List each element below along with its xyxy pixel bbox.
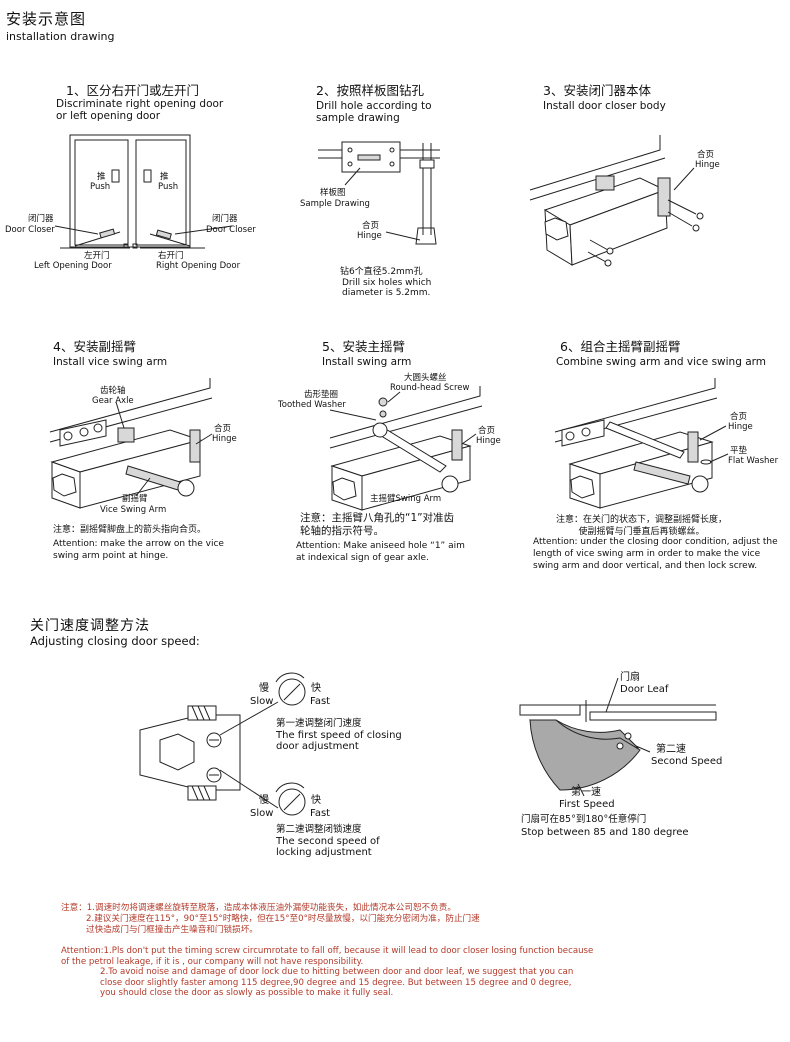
step1-push-left: Push [90,182,111,192]
leaf-label-en: Door Leaf [620,684,669,695]
step6-note-cn: 注意：在关门的状态下，调整副摇臂长度， 使副摇臂与门垂直后再锁螺丝。 [556,515,728,537]
step1-right-en: Right Opening Door [156,261,241,271]
second-speed-cn: 第二速 [656,744,686,755]
step4-note-en: Attention: make the arrow on the vice sw… [53,539,224,561]
speed1-fast: Fast [310,696,331,707]
step5-screw-en: Round-head Screw [390,383,470,393]
speed1-label-cn: 第一速调整闭门速度 [276,718,362,729]
step1-push-right: Push [158,182,179,192]
step5-hinge-en: Hinge [476,436,501,446]
step2-sample-cn: 样板图 [320,188,346,198]
step1-closer-left: Door Closer [5,225,55,235]
step4-note-cn: 注意：副摇臂脚盘上的箭头指向合页。 [53,525,207,535]
speed1-slow: Slow [250,696,274,707]
step5-washer-en: Toothed Washer [278,400,346,410]
step2-note-en: Drill six holes which diameter is 5.2mm. [342,278,432,298]
first-speed-cn: 第一速 [571,787,601,798]
note-en-1: Attention:1.Pls don't put the timing scr… [61,946,594,967]
speed2-slow: Slow [250,808,274,819]
step5-washer-cn: 齿形垫圈 [304,390,339,400]
step2-hinge-en: Hinge [357,231,382,241]
speed1-slow-cn: 慢 [259,683,269,694]
speed2-fast-cn: 快 [311,795,321,806]
step1-title: 1、区分右开门或左开门 [66,83,199,98]
step1-closer-cn-right: 闭门器 [212,214,238,224]
step6-flat-cn: 平垫 [730,446,748,456]
step6-title: 6、组合主摇臂副摇臂 [560,339,681,354]
note-en-2: 2.To avoid noise and damage of door lock… [100,967,574,998]
step2-note-cn: 钻6个直径5.2mm孔 [340,267,423,277]
step4-gear-en: Gear Axle [92,396,134,406]
step2-hinge-cn: 合页 [362,221,380,231]
step5-note-cn: 注意：主摇臂八角孔的“1”对准齿 轮轴的指示符号。 [300,512,455,537]
stop-range-cn: 门扇可在85°到180°任意停门 [521,814,647,825]
step5-arm-label: 主摇臂Swing Arm [370,494,442,504]
step1-push-cn-left: 推 [97,172,106,182]
speed1-label-en: The first speed of closing door adjustme… [276,730,402,752]
note-cn-2: 2.建议关门速度在115°，90°至15°时略快，但在15°至0°时尽量放慢，以… [86,914,480,935]
step5-note-en: Attention: Make aniseed hole “1” aim at … [296,541,465,563]
page-title-en: installation drawing [6,30,115,43]
step4-gear-cn: 齿轮轴 [100,386,126,396]
step5-title: 5、安装主摇臂 [322,339,405,354]
step2-sample-en: Sample Drawing [300,199,370,209]
step5-hinge-cn: 合页 [478,426,496,436]
step5-desc: Install swing arm [322,356,412,368]
step3-hinge-cn: 合页 [697,150,715,160]
step4-desc: Install vice swing arm [53,356,168,368]
step4-title: 4、安装副摇臂 [53,339,136,354]
speed-title-en: Adjusting closing door speed: [30,634,200,648]
step6-hinge-en: Hinge [728,422,753,432]
step4-vice-cn: 副摇臂 [122,494,148,504]
leaf-label-cn: 门扇 [620,672,640,683]
step6-note-en: Attention: under the closing door condit… [533,537,778,571]
step6-flat-en: Flat Washer [728,456,779,466]
step1-closer-cn-left: 闭门器 [28,214,54,224]
speed1-fast-cn: 快 [311,683,321,694]
step3-desc: Install door closer body [543,100,666,112]
step4-hinge-en: Hinge [212,434,237,444]
speed2-label-cn: 第二速调整闭锁速度 [276,824,362,835]
step1-push-cn-right: 推 [160,172,169,182]
step2-title: 2、按照样板图钻孔 [316,83,424,98]
step4-hinge-cn: 合页 [214,424,232,434]
step5-screw-cn: 大圆头螺丝 [404,373,447,383]
speed2-fast: Fast [310,808,331,819]
first-speed-en: First Speed [559,799,615,810]
note-cn-1: 注意：1.调速时勿将调速螺丝旋转至脱落，造成本体液压油外漏使功能丧失，如此情况本… [61,903,456,913]
speed2-slow-cn: 慢 [259,795,269,806]
step3-title: 3、安装闭门器本体 [543,83,651,98]
stop-range-en: Stop between 85 and 180 degree [521,827,689,838]
step3-hinge-en: Hinge [695,160,720,170]
page-title-cn: 安装示意图 [6,10,87,28]
step1-left-cn: 左开门 [84,251,110,261]
step1-desc: Discriminate right opening door or left … [56,98,224,122]
step1-right-cn: 右开门 [158,251,184,261]
step1-left-en: Left Opening Door [34,261,112,271]
step1-closer-right: Door Closer [206,225,256,235]
speed-title-cn: 关门速度调整方法 [30,618,150,634]
speed2-label-en: The second speed of locking adjustment [276,836,380,858]
step4-vice-en: Vice Swing Arm [100,505,167,515]
second-speed-en: Second Speed [651,756,723,767]
step6-hinge-cn: 合页 [730,412,748,422]
step2-desc: Drill hole according to sample drawing [316,100,432,124]
step6-desc: Combine swing arm and vice swing arm [556,356,767,368]
